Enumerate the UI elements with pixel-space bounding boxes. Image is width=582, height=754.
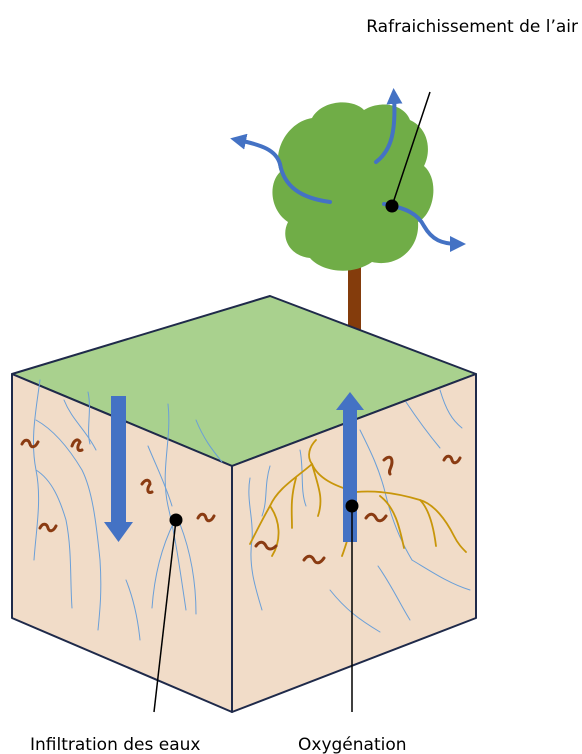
oxygenation-callout-dot: [346, 500, 359, 513]
air-callout-dot: [386, 200, 399, 213]
label-air-cooling: Rafraichissement de l’air: [366, 17, 578, 37]
tree-crown: [272, 102, 433, 270]
infiltration-callout-dot: [170, 514, 183, 527]
label-oxygenation: Oxygénation: [298, 735, 407, 754]
label-water-infiltration: Infiltration des eaux: [30, 735, 200, 754]
